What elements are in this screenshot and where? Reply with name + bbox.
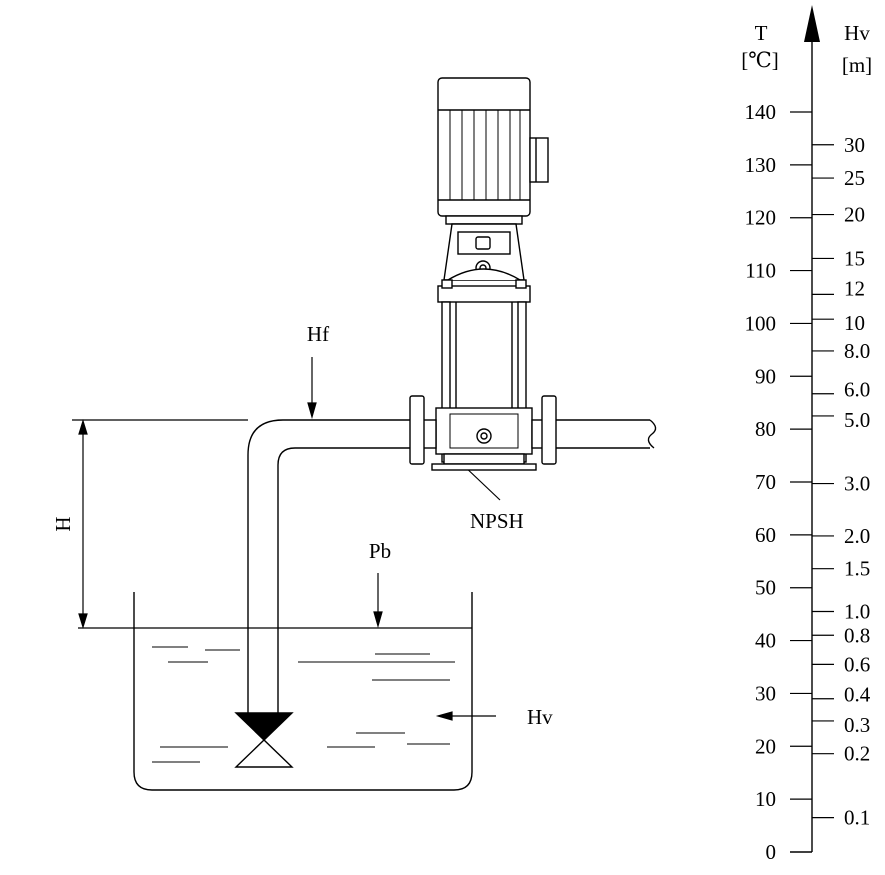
vapor-head-tick-label: 0.6 bbox=[844, 652, 870, 676]
vapor-head-tick-label: 2.0 bbox=[844, 524, 870, 548]
pb-arrow bbox=[373, 573, 383, 629]
scale-right-unit: [m] bbox=[842, 53, 872, 77]
temperature-tick-label: 40 bbox=[755, 629, 776, 653]
vapor-head-tick-label: 25 bbox=[844, 166, 865, 190]
vapor-head-tick-label: 0.8 bbox=[844, 623, 870, 647]
vapor-head-tick-label: 1.0 bbox=[844, 600, 870, 624]
temperature-tick-label: 120 bbox=[745, 206, 777, 230]
vapor-head-tick-label: 0.2 bbox=[844, 742, 870, 766]
npsh-label: NPSH bbox=[470, 509, 524, 533]
temperature-vapor-pressure-scale: T [℃] Hv [m] 140130120110100908070605040… bbox=[741, 5, 872, 864]
vapor-head-tick-label: 8.0 bbox=[844, 339, 870, 363]
vapor-head-tick-label: 15 bbox=[844, 246, 865, 270]
liquid-tank bbox=[133, 592, 473, 791]
scale-arrowhead bbox=[804, 5, 820, 42]
vapor-head-tick-label: 10 bbox=[844, 311, 865, 335]
hv-label: Hv bbox=[527, 705, 553, 729]
vapor-head-tick-label: 20 bbox=[844, 203, 865, 227]
coupling-guard-icon bbox=[475, 236, 491, 250]
temperature-tick-label: 130 bbox=[745, 153, 777, 177]
vapor-head-tick-label: 1.5 bbox=[844, 557, 870, 581]
water-ripples bbox=[152, 646, 455, 763]
temperature-tick-label: 70 bbox=[755, 470, 776, 494]
vapor-head-tick-label: 0.1 bbox=[844, 806, 870, 830]
vertical-pump bbox=[409, 77, 557, 471]
foot-valve bbox=[234, 712, 294, 768]
vapor-head-tick-label: 0.4 bbox=[844, 683, 871, 707]
temperature-tick-label: 90 bbox=[755, 364, 776, 388]
temperature-tick-label: 10 bbox=[755, 787, 776, 811]
h-dimension bbox=[78, 418, 88, 630]
temperature-tick-label: 60 bbox=[755, 523, 776, 547]
suction-pipe bbox=[247, 419, 412, 713]
pump-motor bbox=[437, 77, 531, 217]
temperature-tick-label: 50 bbox=[755, 576, 776, 600]
temperature-tick-label: 140 bbox=[745, 100, 777, 124]
vapor-head-tick-label: 3.0 bbox=[844, 472, 870, 496]
vapor-head-tick-label: 0.3 bbox=[844, 713, 870, 737]
vapor-head-tick-label: 30 bbox=[844, 133, 865, 157]
temperature-tick-label: 110 bbox=[745, 259, 776, 283]
inlet-flange bbox=[409, 395, 425, 465]
vapor-head-tick-label: 5.0 bbox=[844, 408, 870, 432]
hf-label: Hf bbox=[307, 322, 329, 346]
vapor-head-tick-label: 12 bbox=[844, 276, 865, 300]
discharge-pipe bbox=[556, 419, 657, 449]
temperature-tick-label: 80 bbox=[755, 417, 776, 441]
hv-arrow bbox=[435, 711, 496, 721]
terminal-box bbox=[529, 137, 549, 183]
hf-arrow bbox=[307, 357, 317, 420]
vapor-head-tick-label: 6.0 bbox=[844, 378, 870, 402]
vapor-head-ticks: 30 25 20 15 12 10 8.0 6.0 5.0 3.0 2.0 1.5 1.00.8 0.6 0… bbox=[812, 133, 871, 830]
temperature-tick-label: 30 bbox=[755, 681, 776, 705]
scale-right-title: Hv bbox=[844, 21, 870, 45]
temperature-tick-label: 0 bbox=[766, 840, 777, 864]
scale-left-title: T bbox=[755, 21, 768, 45]
scale-left-unit: [℃] bbox=[741, 48, 778, 72]
temperature-tick-label: 20 bbox=[755, 734, 776, 758]
pb-label: Pb bbox=[369, 539, 391, 563]
temperature-tick-label: 100 bbox=[745, 311, 777, 335]
outlet-flange bbox=[541, 395, 557, 465]
h-label: H bbox=[51, 516, 75, 531]
